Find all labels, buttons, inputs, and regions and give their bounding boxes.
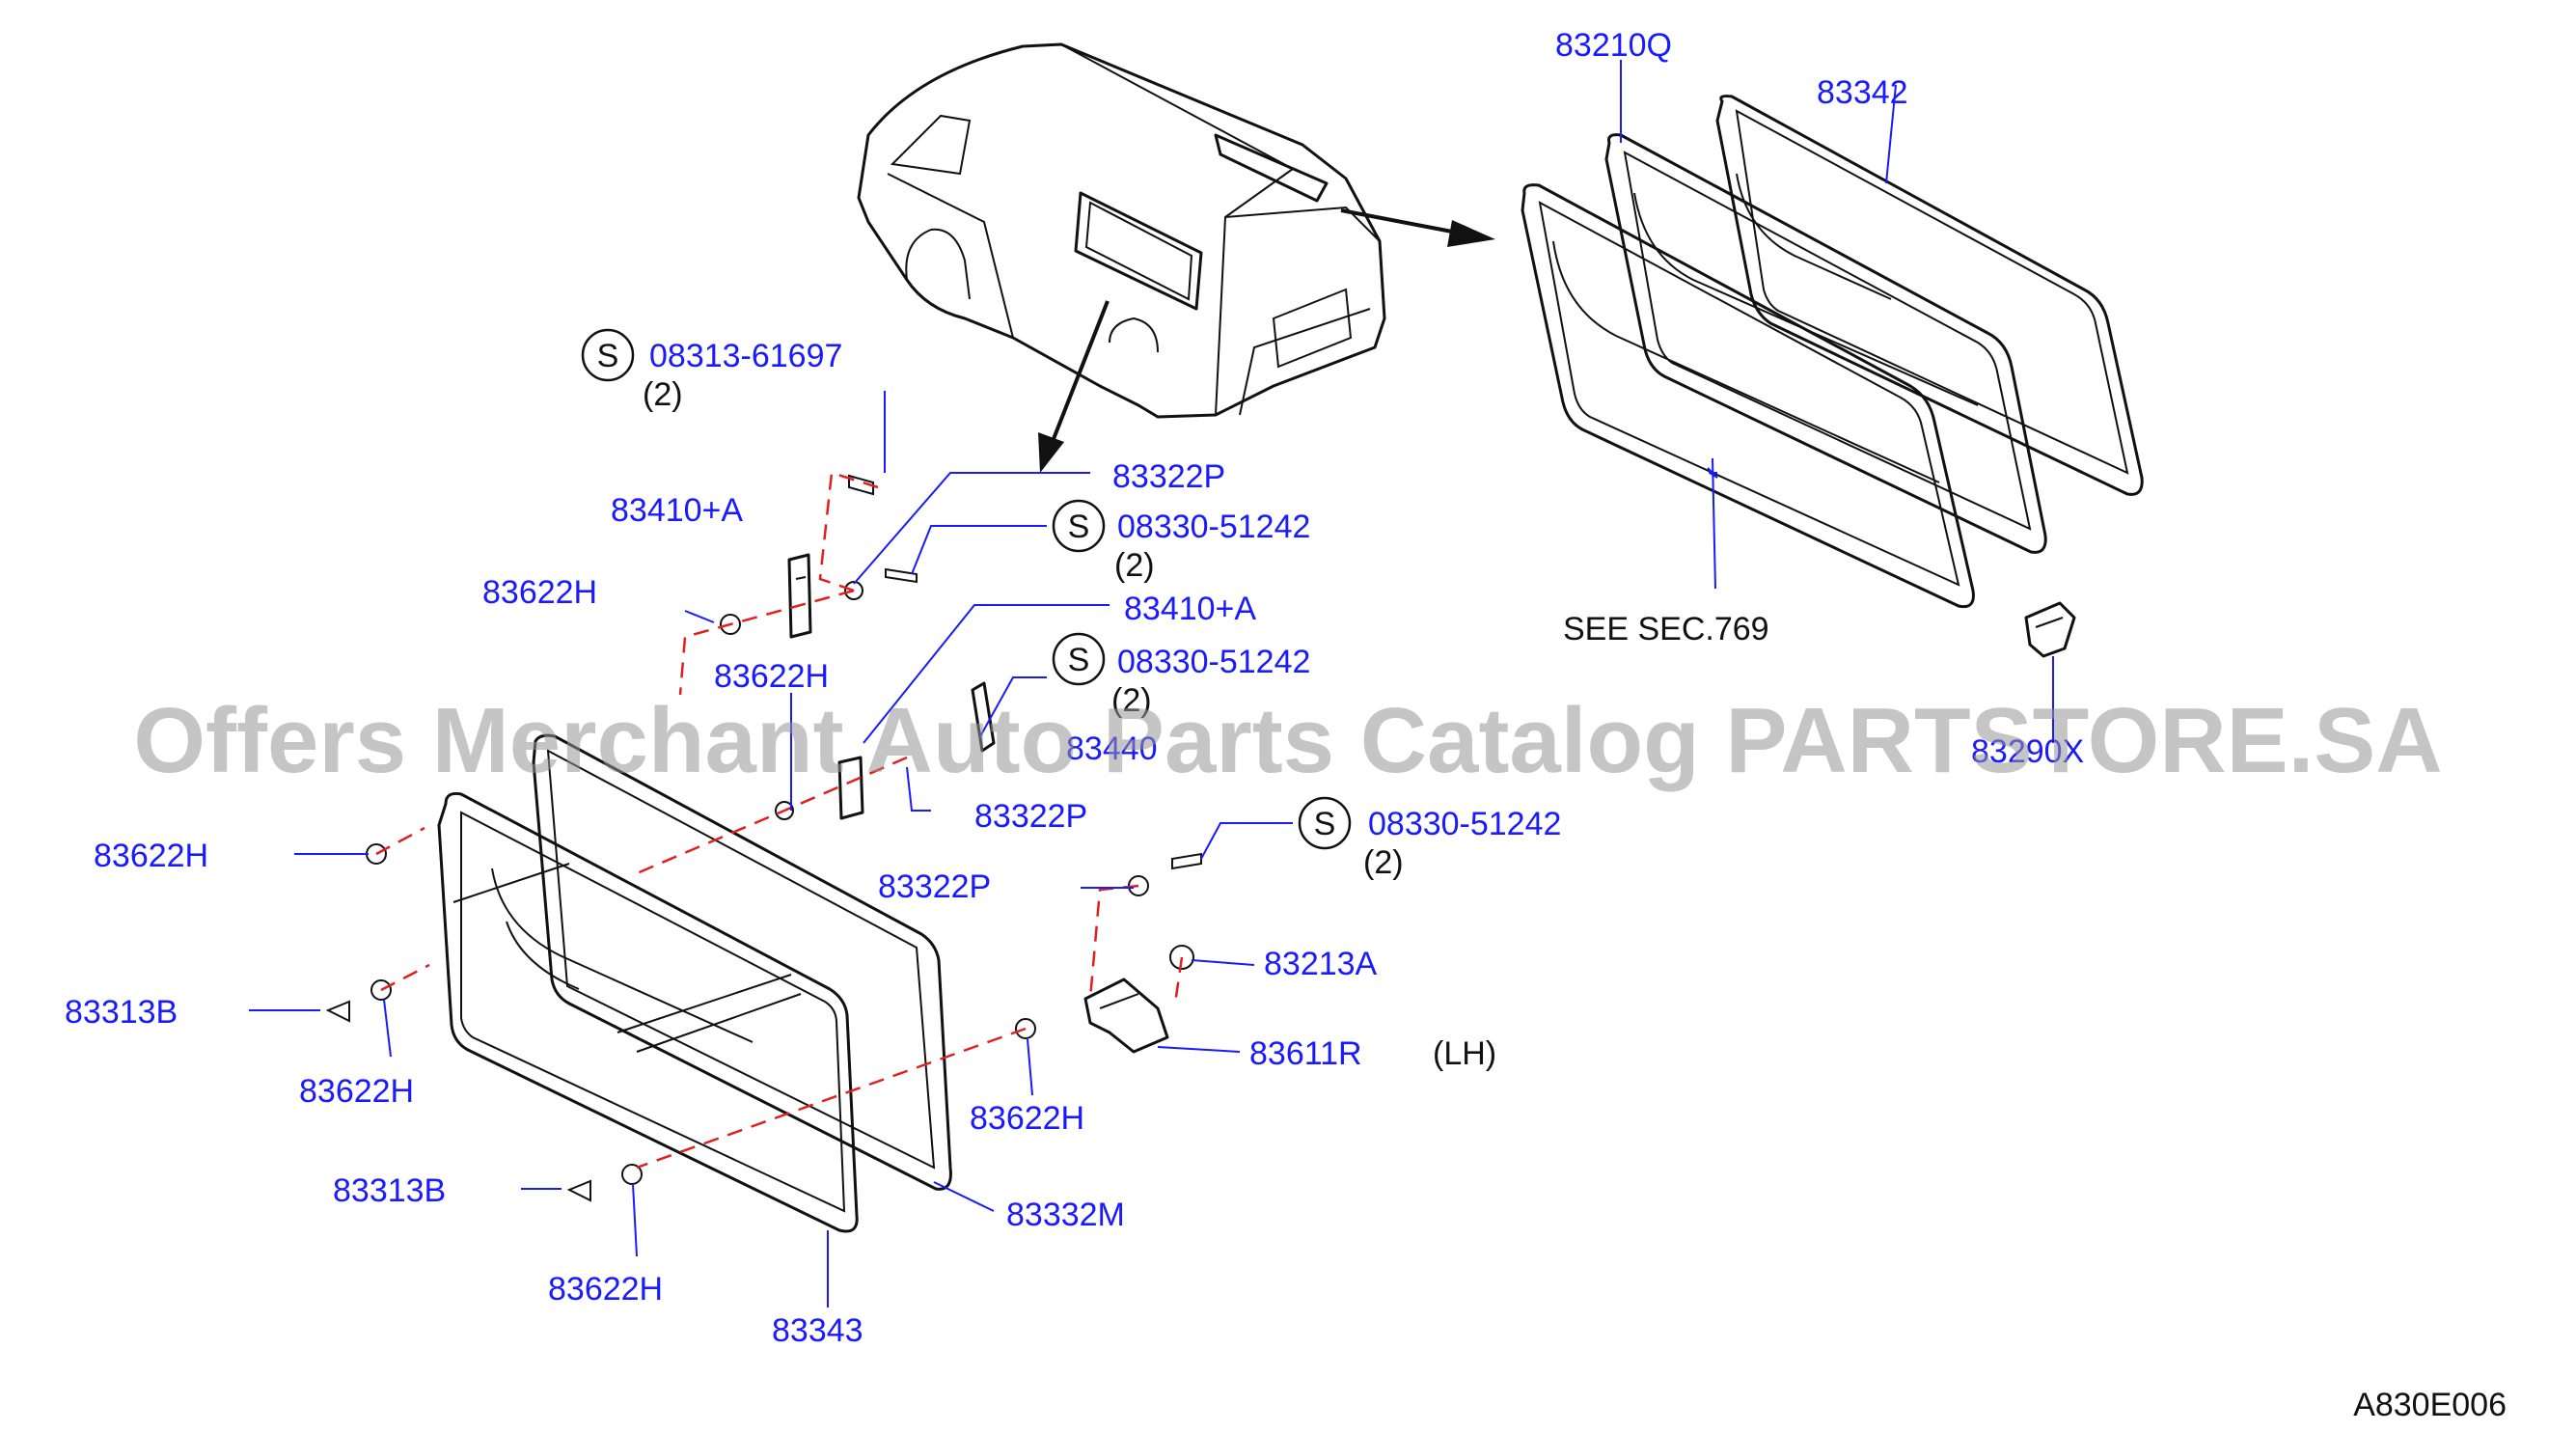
s-markers: S S S S <box>581 328 1352 850</box>
hinge-hardware <box>325 474 1202 1202</box>
alignment-lines <box>375 471 1184 1170</box>
part-label-83322p: 83322P <box>1112 458 1225 495</box>
part-label-83290x: 83290X <box>1971 733 2084 770</box>
side-window-glass-assembly <box>1521 95 2144 658</box>
part-label-83622h: 83622H <box>299 1073 414 1110</box>
see-section-note: SEE SEC.769 <box>1563 611 1769 647</box>
s-marker-circle <box>581 328 635 382</box>
part-label-83622h: 83622H <box>482 574 597 611</box>
leader-lines <box>249 60 2054 1308</box>
part-label-83322p: 83322P <box>974 798 1087 835</box>
s-marker-label: S <box>1068 642 1090 678</box>
s-marker-circle <box>1052 632 1106 686</box>
s-marker-circle <box>1298 796 1352 850</box>
part-label-83213a: 83213A <box>1264 946 1378 982</box>
part-label-83343: 83343 <box>772 1312 863 1349</box>
part-label-83410a: 83410+A <box>1124 591 1256 627</box>
part-label-83342: 83342 <box>1817 74 1908 111</box>
s-marker-label: S <box>597 338 619 374</box>
vehicle-illustration <box>857 42 1386 419</box>
part-qty: (2) <box>1114 547 1155 584</box>
part-label-83622h: 83622H <box>94 838 208 874</box>
part-label-08330-51242: 08330-51242 <box>1117 644 1310 680</box>
part-label-83313b: 83313B <box>65 994 178 1031</box>
diagram-code: A830E006 <box>2353 1387 2507 1423</box>
part-label-08330-51242: 08330-51242 <box>1117 509 1310 545</box>
part-label-83332m: 83332M <box>1006 1197 1125 1233</box>
part-label-83322p: 83322P <box>878 868 991 905</box>
part-label-83611r: 83611R <box>1249 1035 1362 1072</box>
part-labels: 83210Q 83342 SEE SEC.769 83290X 08313-61… <box>65 27 2084 1349</box>
part-label-83410a: 83410+A <box>611 492 743 529</box>
part-label-83313b: 83313B <box>333 1172 446 1209</box>
part-label-83622h: 83622H <box>714 658 829 695</box>
rear-side-glass-assembly <box>437 733 952 1233</box>
part-label-83210q: 83210Q <box>1555 27 1672 64</box>
s-marker-label: S <box>1068 509 1090 545</box>
watermark: Offers Merchant Auto Parts Catalog PARTS… <box>133 689 2442 792</box>
part-label-08313-61697: 08313-61697 <box>649 338 842 374</box>
part-qty: (2) <box>1111 682 1152 719</box>
part-label-83622h: 83622H <box>970 1100 1084 1137</box>
part-side-note: (LH) <box>1433 1035 1496 1072</box>
s-marker-label: S <box>1314 806 1336 842</box>
s-marker-circle <box>1052 499 1106 553</box>
part-label-83622h: 83622H <box>548 1271 663 1308</box>
part-qty: (2) <box>643 376 683 413</box>
part-label-08330-51242: 08330-51242 <box>1368 806 1561 842</box>
part-qty: (2) <box>1363 844 1404 881</box>
pointer-arrows <box>1038 208 1495 473</box>
part-label-83440: 83440 <box>1066 730 1158 767</box>
